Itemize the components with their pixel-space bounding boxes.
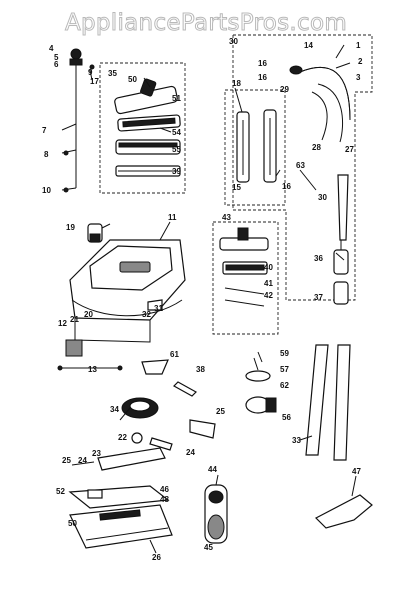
- label-63: 63: [296, 161, 305, 170]
- label-33: 33: [292, 436, 301, 445]
- watermark: AppliancePartsPros.com: [65, 10, 347, 36]
- label-1: 1: [356, 41, 361, 50]
- label-46: 46: [160, 485, 169, 494]
- label-13: 13: [88, 365, 97, 374]
- label-54: 54: [172, 128, 181, 137]
- label-25a: 25: [216, 407, 225, 416]
- label-19: 19: [66, 223, 75, 232]
- label-61: 61: [170, 350, 179, 359]
- label-39: 39: [172, 167, 181, 176]
- label-59: 59: [280, 349, 289, 358]
- tool-set-box: [212, 221, 279, 335]
- label-50a: 50: [128, 75, 137, 84]
- label-29: 29: [280, 85, 289, 94]
- label-44: 44: [208, 465, 217, 474]
- label-57: 57: [280, 365, 289, 374]
- power-cord-assembly: [61, 48, 95, 193]
- extension-wand: [299, 169, 349, 305]
- label-3: 3: [356, 73, 361, 82]
- label-45: 45: [204, 543, 213, 552]
- label-20: 20: [84, 310, 93, 319]
- canister-body: [69, 239, 186, 343]
- hose-assembly: [289, 65, 351, 143]
- small-parts: [121, 299, 277, 451]
- label-40: 40: [264, 263, 273, 272]
- label-6: 6: [54, 60, 59, 69]
- label-32: 32: [142, 310, 151, 319]
- label-12: 12: [58, 319, 67, 328]
- label-16b: 16: [258, 73, 267, 82]
- label-9: 9: [88, 68, 93, 77]
- label-31: 31: [154, 304, 163, 313]
- label-42: 42: [264, 291, 273, 300]
- label-16a: 16: [258, 59, 267, 68]
- label-25b: 25: [62, 456, 71, 465]
- canister-internals: [57, 223, 123, 371]
- label-30a: 30: [229, 37, 238, 46]
- label-10: 10: [42, 186, 51, 195]
- label-15: 15: [232, 183, 241, 192]
- label-43: 43: [222, 213, 231, 222]
- label-48: 48: [160, 495, 169, 504]
- label-38: 38: [196, 365, 205, 374]
- label-37: 37: [314, 293, 323, 302]
- label-28: 28: [312, 143, 321, 152]
- label-30b: 30: [318, 193, 327, 202]
- label-5: 5: [54, 53, 59, 62]
- label-2: 2: [358, 57, 363, 66]
- wand-group-box: [232, 34, 373, 301]
- part-labels: 1 2 3 4 5 6 7 8 9 10 11 12 13 14 15 16 1…: [42, 37, 363, 562]
- attachment-tools: [219, 227, 269, 307]
- label-21: 21: [70, 315, 79, 324]
- label-52: 52: [56, 487, 65, 496]
- label-55: 55: [172, 145, 181, 154]
- label-56: 56: [282, 413, 291, 422]
- label-24b: 24: [78, 456, 87, 465]
- label-24a: 24: [186, 448, 195, 457]
- straight-wands: [305, 344, 351, 461]
- label-27: 27: [345, 145, 354, 154]
- label-50b: 50: [68, 519, 77, 528]
- label-16c: 16: [282, 182, 291, 191]
- label-18: 18: [232, 79, 241, 88]
- label-35: 35: [108, 69, 117, 78]
- floor-brush-head: [114, 78, 181, 177]
- label-26: 26: [152, 553, 161, 562]
- label-36: 36: [314, 254, 323, 263]
- upholstery-tool: [314, 494, 373, 529]
- label-41: 41: [264, 279, 273, 288]
- label-4: 4: [49, 44, 54, 53]
- agitator-brush: [204, 484, 228, 544]
- label-62: 62: [280, 381, 289, 390]
- label-34: 34: [110, 405, 119, 414]
- label-22: 22: [118, 433, 127, 442]
- wand-tool-box: [224, 89, 286, 206]
- leader-lines: [71, 44, 357, 554]
- label-17: 17: [90, 77, 99, 86]
- label-51: 51: [172, 94, 181, 103]
- nozzle-group-box: [99, 62, 186, 194]
- label-23: 23: [92, 449, 101, 458]
- crevice-tool-wands: [236, 109, 277, 183]
- power-nozzle: [68, 447, 173, 549]
- label-47: 47: [352, 467, 361, 476]
- label-7: 7: [42, 126, 47, 135]
- label-14: 14: [304, 41, 313, 50]
- label-11: 11: [168, 213, 177, 222]
- label-8: 8: [44, 150, 49, 159]
